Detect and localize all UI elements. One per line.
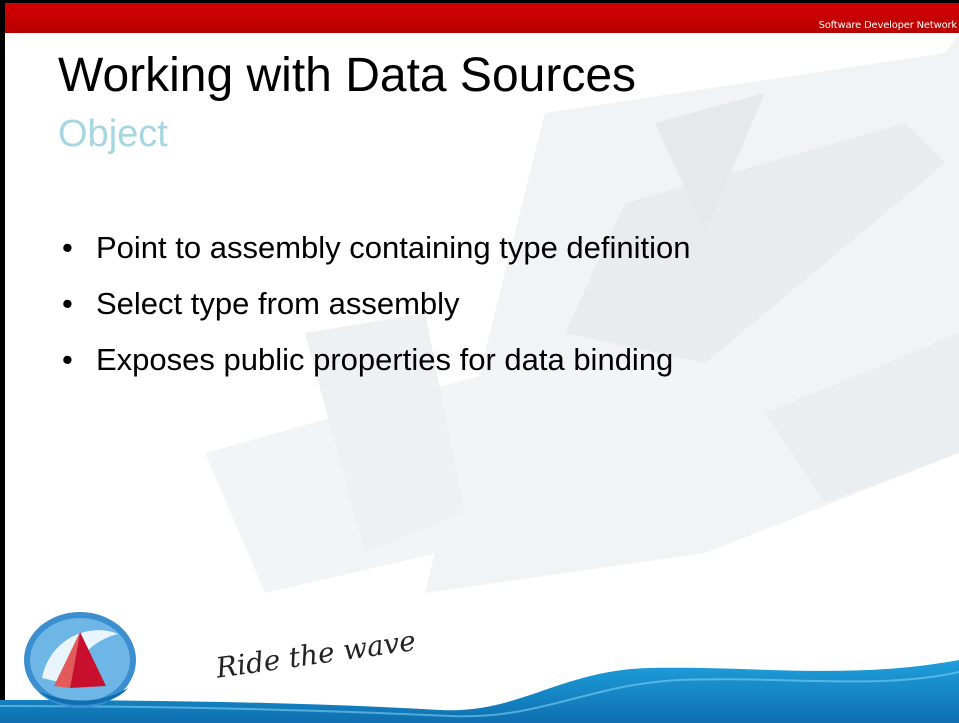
footer-wave <box>0 660 959 723</box>
tagline-text: Ride the wave <box>213 634 418 685</box>
background-watermark <box>205 33 959 593</box>
bullet-dot-icon: • <box>62 342 73 377</box>
header-bar: Software Developer Network <box>5 3 959 33</box>
bullet-text: Select type from assembly <box>96 286 460 321</box>
bullet-item: • Select type from assembly <box>62 276 691 332</box>
slide-title: Working with Data Sources <box>58 49 637 102</box>
bullet-text: Point to assembly containing type defini… <box>96 230 691 265</box>
frame-left-border <box>0 0 5 723</box>
brand-text: Software Developer Network <box>818 20 958 31</box>
bullet-item: • Point to assembly containing type defin… <box>62 220 691 276</box>
sdn-sail-logo-icon <box>24 612 136 708</box>
tagline-script: Ride the wave <box>213 634 418 685</box>
bullet-list: • Point to assembly containing type defin… <box>62 220 691 388</box>
bullet-dot-icon: • <box>62 230 73 265</box>
bullet-item: • Exposes public properties for data bind… <box>62 332 691 388</box>
slide-subtitle: Object <box>58 113 168 155</box>
bullet-text: Exposes public properties for data bindi… <box>96 342 674 377</box>
bullet-dot-icon: • <box>62 286 73 321</box>
frame-top-border <box>0 0 959 3</box>
